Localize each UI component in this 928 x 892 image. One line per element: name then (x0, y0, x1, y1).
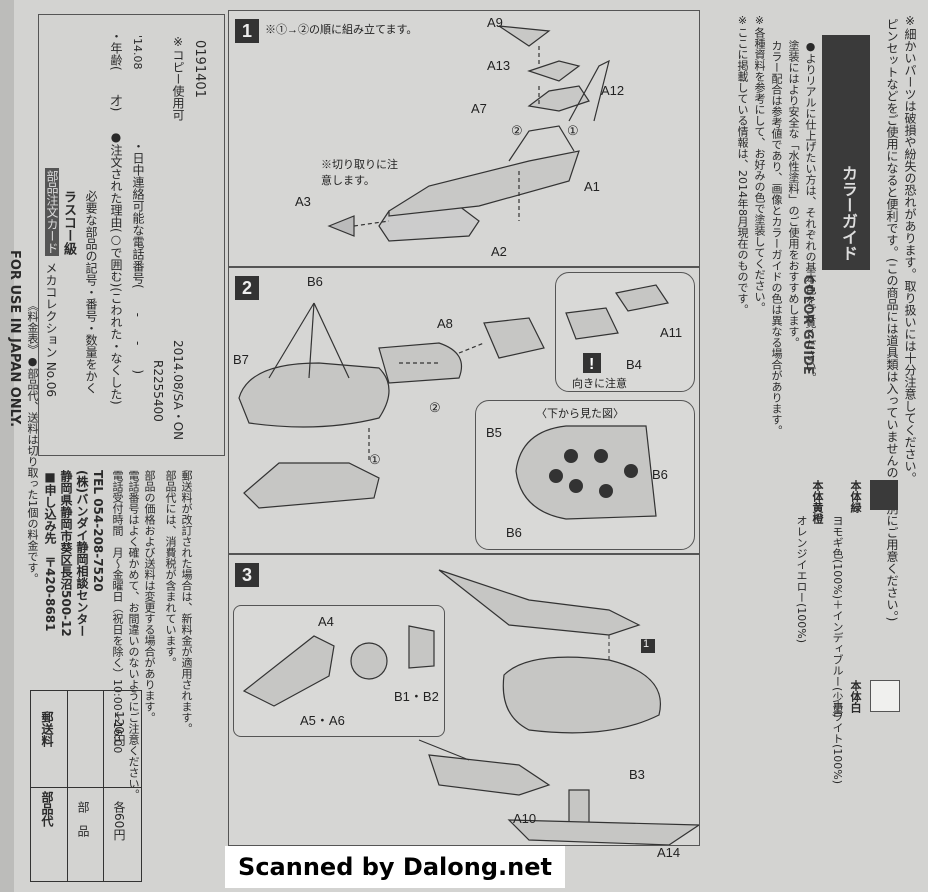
paint-note-4: ※各種資料を参考にして、お好みの色で塗装してください。 (753, 14, 766, 313)
step-2-diagram (238, 302, 545, 509)
hours-line: 電話受付時間 月〜金曜日（祝日を除く）10:00〜16:00 (111, 470, 124, 754)
fee-header-postage: 郵送料 (40, 711, 54, 747)
label-b3: B3 (629, 767, 645, 782)
step-3-subassembly: A4 B1・B2 A5・A6 (233, 605, 445, 737)
body-green-mix: ヨモギ色(100%)＋インディブルー(少量) (831, 515, 844, 718)
body-green-title: 本体緑 (849, 480, 862, 513)
note-line-1: 電話番号はよく確かめて、お間違いのないようにご注意ください。 (127, 470, 140, 800)
fee-cell-120: 120円 (112, 711, 126, 746)
code-r: R2255400 (151, 360, 165, 422)
label-a2: A2 (491, 244, 507, 259)
step-ref-badge (641, 639, 655, 653)
body-yellow-title: 本体黄橙 (811, 480, 824, 524)
label-b5: B5 (486, 425, 502, 440)
label-a3: A3 (295, 194, 311, 209)
caution-line-2: ピンセットなどをご使用になると便利です。(この商品には道具類は入っていませんので… (885, 18, 899, 622)
label-b4: B4 (626, 357, 642, 372)
paint-note-1: ●よりリアルに仕上げたい方は、それぞれの基本色をご覧ください。 (804, 40, 817, 383)
age-line: ・年齢( 才) (109, 30, 123, 112)
color-guide-jp: カラーガイド (839, 165, 858, 261)
fee-header-parts: 部品代 (40, 791, 54, 827)
order-card-label: 部品注文カード (45, 168, 59, 256)
reason-line: ●注文された理由(○で囲む)(こわれた・なくした) (109, 130, 123, 405)
step-1-number: 1 (235, 19, 259, 43)
bottom-view-inset: 〈下から見た図〉 B5 B6 B6 (475, 400, 695, 550)
color-guide-band: カラーガイド COLOR GUIDE (800, 35, 870, 375)
bottom-view-title: 〈下から見た図〉 (536, 408, 624, 420)
label-b6-right: B6 (652, 467, 668, 482)
fill-instruction: 必要な部品の記号・番号・数量をかく (84, 190, 98, 394)
label-step-1-arrow: ① (567, 123, 579, 138)
body-white-mix: ホワイト(100%) (831, 700, 844, 785)
paint-note-2: 塗装にはより安全な「水性塗料」のご使用をおすすめします。 (787, 40, 800, 348)
phone-line: ・日中連絡可能な電話番号( - - ) (131, 140, 145, 375)
label-b1-b2: B1・B2 (394, 689, 439, 704)
exclamation-icon: ! (589, 356, 594, 373)
label-a13: A13 (487, 58, 511, 73)
for-use-text: FOR USE IN JAPAN ONLY. (7, 250, 22, 428)
cut-note: ※切り取りに注意します。 (321, 159, 398, 187)
paint-note-5: ※ここに掲載している情報は、2014年8月現在のものです。 (736, 14, 749, 315)
color-guide-en: COLOR GUIDE (800, 275, 815, 375)
label-a5-a6: A5・A6 (300, 713, 345, 728)
label-step-2-arrow: ② (511, 123, 523, 138)
product-code: 0191401 (192, 40, 207, 98)
fee-table: 部品代 郵送料 部 品 各60円 120円 (30, 690, 142, 882)
step-2-number: 2 (235, 276, 259, 300)
tel-line: TEL 054-208-7520 (91, 470, 105, 592)
note-line-3: 部品代には、消費税が含まれています。 (164, 470, 177, 668)
label-a9: A9 (487, 15, 503, 30)
label-a8: A8 (437, 316, 453, 331)
step-3-number: 3 (235, 563, 259, 587)
label-a7: A7 (471, 101, 487, 116)
label-a11: A11 (660, 325, 683, 340)
order-card-box (38, 14, 225, 456)
white-swatch (870, 680, 900, 712)
bottom-view-diagram (515, 425, 657, 520)
step-2-panel: 2 ! (228, 267, 700, 554)
label-b7: B7 (233, 352, 249, 367)
note-line-2: 部品の価格および送料は変更する場合があります。 (143, 470, 156, 723)
green-swatch (870, 480, 898, 510)
scan-credit: Scanned by Dalong.net (225, 846, 565, 888)
label-b6-top: B6 (307, 274, 323, 289)
label-b6-bottom: B6 (506, 525, 522, 540)
series-name: メカコレクション No.06 (44, 262, 58, 398)
step-3-diagram (418, 569, 699, 845)
step-1-panel: 1 ※①→②の順に組み立てます。 ※切り取りに注意します。 A9 A13 A12… (228, 10, 700, 267)
date-code: '14.08 (131, 35, 144, 70)
body-yellow-mix: オレンジイエロー(100%) (795, 515, 808, 644)
direction-inset: ! 向きに注意 A11 B4 (555, 272, 695, 392)
label-step-ref: 1 (643, 638, 650, 650)
note-line-4: 郵送料が改訂された場合は、新料金が適用されます。 (180, 470, 193, 734)
label-arrow-2: ② (429, 400, 441, 415)
order-note: ※①→②の順に組み立てます。 (265, 24, 418, 36)
label-arrow-1: ① (369, 452, 381, 467)
label-a14: A14 (657, 845, 681, 860)
label-a1: A1 (584, 179, 600, 194)
copy-ok-note: ※コピー使用可 (171, 35, 185, 121)
fee-title-text: 《料金表》●部品代、送料は切り取った1個の料金です。 (26, 300, 39, 584)
inset-parts-diagram: ! (565, 284, 669, 373)
subassembly-diagram (242, 625, 435, 707)
fee-cell-parts: 部 品 (76, 801, 90, 837)
address-line-2: (株)バンダイ静岡相談センター (75, 470, 89, 637)
label-a12: A12 (601, 83, 625, 98)
label-a10: A10 (513, 811, 537, 826)
caution-line-1: ※細かいパーツは破損や紛失の恐れがあります。取り扱いには十分注意してください。 (903, 14, 917, 484)
item-name: ラスコー級 (61, 190, 76, 255)
paper-edge (0, 0, 14, 892)
step-1-diagram (327, 25, 610, 242)
code-date: 2014.08/SA・ON (171, 340, 185, 441)
fee-cell-each60: 各60円 (112, 801, 126, 841)
direction-note: 向きに注意 (572, 378, 627, 390)
apply-title: ■申し込み先 〒420-8681 (43, 470, 57, 632)
step-3-panel: 3 A4 B1・B2 A5・A6 (228, 554, 700, 860)
warning-badge (583, 353, 601, 373)
body-white-title: 本体白 (849, 680, 862, 713)
label-a4: A4 (318, 614, 334, 629)
address-line-1: 静岡県静岡市葵区長沼500-12 (59, 470, 73, 637)
paint-note-3: カラー配合は参考値であり、画像とカラーガイドの色は異なる場合があります。 (770, 40, 783, 436)
